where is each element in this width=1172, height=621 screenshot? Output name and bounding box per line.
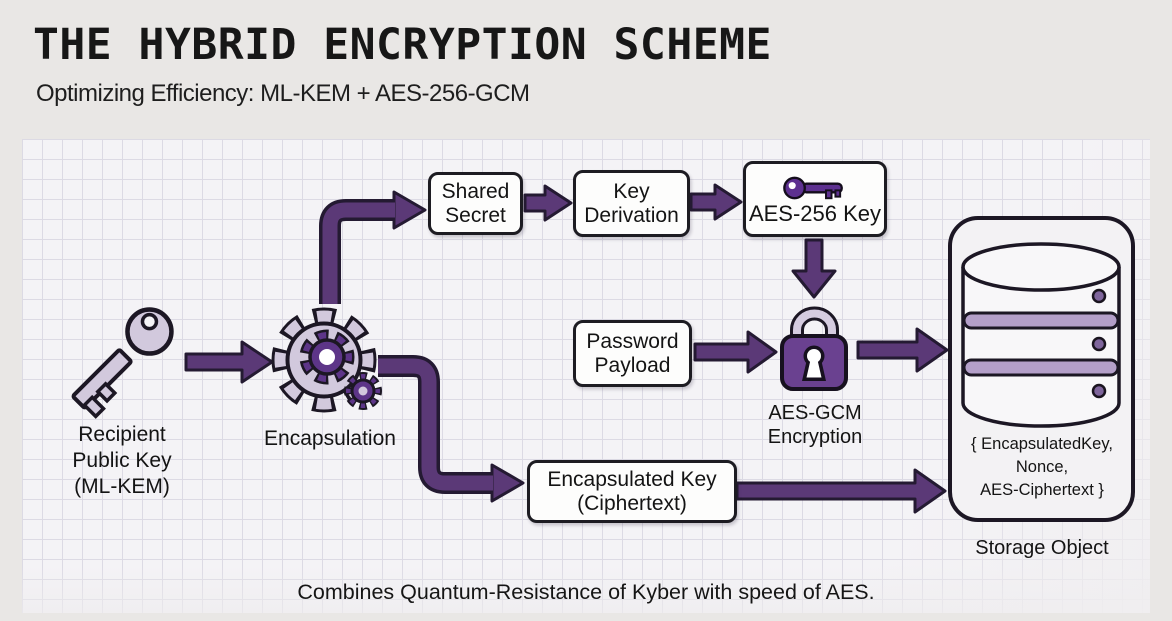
arrow-encapsulated-key-to-storage [735,468,947,514]
arrow-password-to-lock [693,330,778,374]
storage-contents-text: { EncapsulatedKey, Nonce, AES-Ciphertext… [971,435,1113,499]
shared-secret-label: Shared Secret [441,179,510,227]
page-title: THE HYBRID ENCRYPTION SCHEME [33,20,772,70]
key-icon [71,307,174,419]
database-icon [948,216,1135,522]
encapsulation-label: Encapsulation [264,427,396,450]
key-derivation-box: Key Derivation [573,170,690,237]
arrow-shared-secret-to-key-derivation [523,184,573,222]
bottom-caption: Combines Quantum-Resistance of Kyber wit… [297,580,875,604]
encapsulated-key-box: Encapsulated Key (Ciphertext) [527,460,737,523]
storage-object-label: Storage Object [975,537,1109,559]
arrow-key-to-encapsulation [184,340,274,384]
arrow-lock-to-storage [856,327,949,373]
padlock-icon [780,306,848,391]
arrow-key-derivation-to-aes-key [689,183,743,221]
password-payload-box: Password Payload [573,320,692,387]
shared-secret-box: Shared Secret [428,172,523,235]
page-subtitle: Optimizing Efficiency: ML-KEM + AES-256-… [36,80,530,107]
aes-256-key-label: AES-256 Key [748,201,882,227]
aes-gcm-encryption-label: AES-GCM Encryption [767,402,863,449]
encapsulated-key-label: Encapsulated Key (Ciphertext) [547,467,717,515]
arrow-encapsulation-to-shared-secret [319,190,427,304]
aes-256-key-box: AES-256 Key [743,161,887,237]
arrow-aes-key-to-lock [791,238,837,299]
key-derivation-label: Key Derivation [584,179,679,227]
gears-icon [271,307,382,413]
arrow-encapsulation-to-encapsulated-key [378,355,525,503]
small-key-icon [783,176,843,200]
password-payload-label: Password Payload [586,329,679,377]
recipient-public-key-label: Recipient Public Key (ML-KEM) [72,423,172,499]
